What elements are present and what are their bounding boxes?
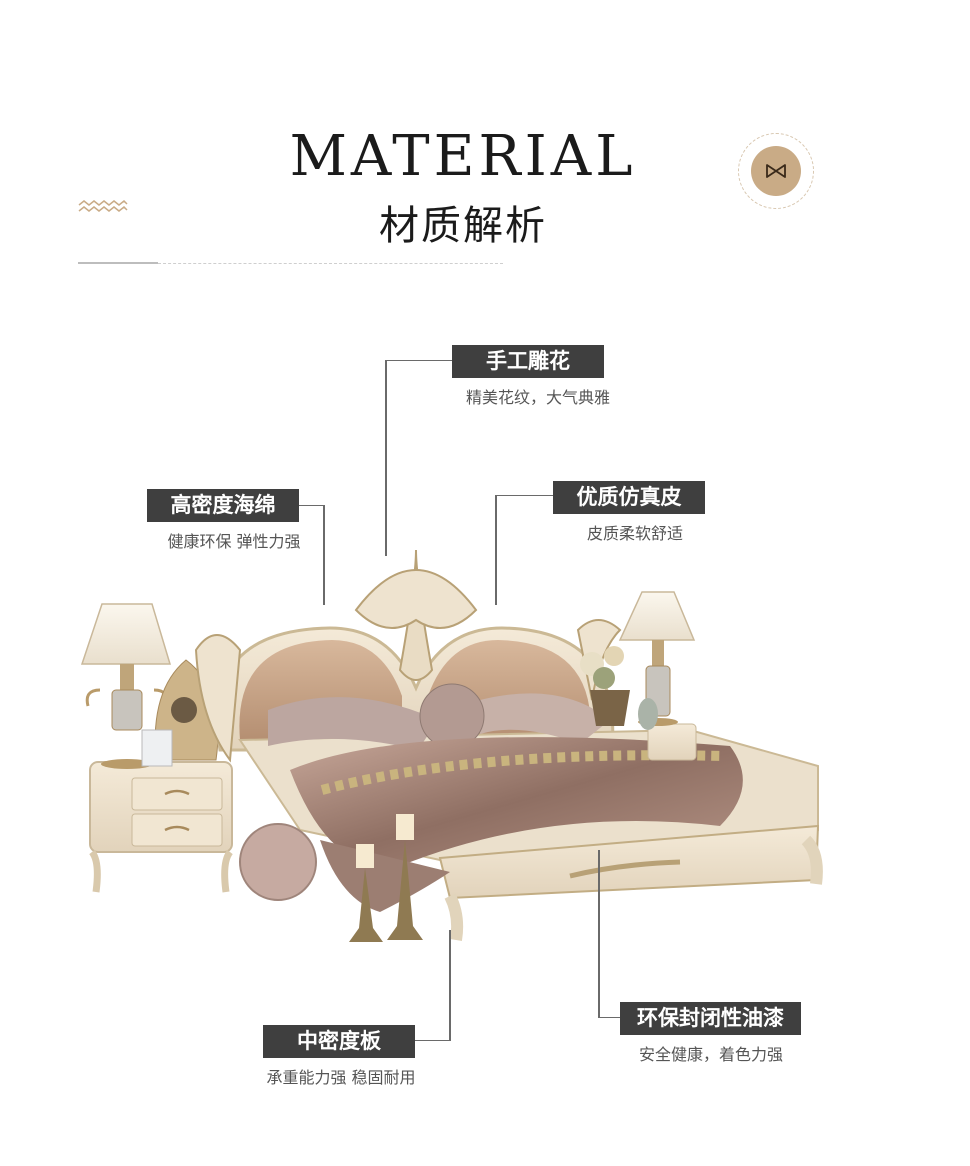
photo-frame [141,729,173,767]
pillows [268,683,610,750]
leader-line-carving-h [385,360,452,361]
leader-line-board-h [414,1040,451,1041]
right-lamp [618,591,696,726]
title-chinese: 材质解析 [379,203,547,249]
bedroom-set-illustration [80,549,823,942]
title-english: MATERIAL [289,124,637,189]
leader-line-board [449,930,451,1041]
callout-sponge-subtitle: 健康环保 弹性力强 [167,532,301,551]
right-nightstand [647,723,697,761]
flower-vase [580,646,658,730]
leader-line-carving [385,360,387,556]
callout-carving-title: 手工雕花 [452,345,604,378]
callout-leather-subtitle: 皮质柔软舒适 [586,524,683,543]
left-lamp [80,603,172,769]
round-cushion [239,823,317,901]
bowtie-icon [766,164,786,178]
badge [751,146,801,196]
divider-dashed [158,263,503,264]
callout-paint-title: 环保封闭性油漆 [620,1002,801,1035]
badge-ring [738,133,814,209]
callout-board-subtitle: 承重能力强 稳固耐用 [266,1068,416,1087]
callout-carving-subtitle: 精美花纹，大气典雅 [465,388,610,407]
zigzag-decoration-icon [78,200,128,212]
divider-solid [78,262,158,264]
leader-line-paint [598,850,600,1018]
callout-paint-subtitle: 安全健康，着色力强 [638,1045,783,1064]
leader-line-sponge-h [299,505,324,506]
leader-line-leather-h [495,495,553,496]
callout-board-title: 中密度板 [263,1025,415,1058]
left-nightstand [89,761,233,893]
candles [349,814,423,942]
leader-line-paint-h [598,1017,620,1018]
leader-line-sponge [323,505,325,605]
callout-leather-title: 优质仿真皮 [553,481,705,514]
leader-line-leather [495,495,497,605]
callout-sponge-title: 高密度海绵 [147,489,299,522]
